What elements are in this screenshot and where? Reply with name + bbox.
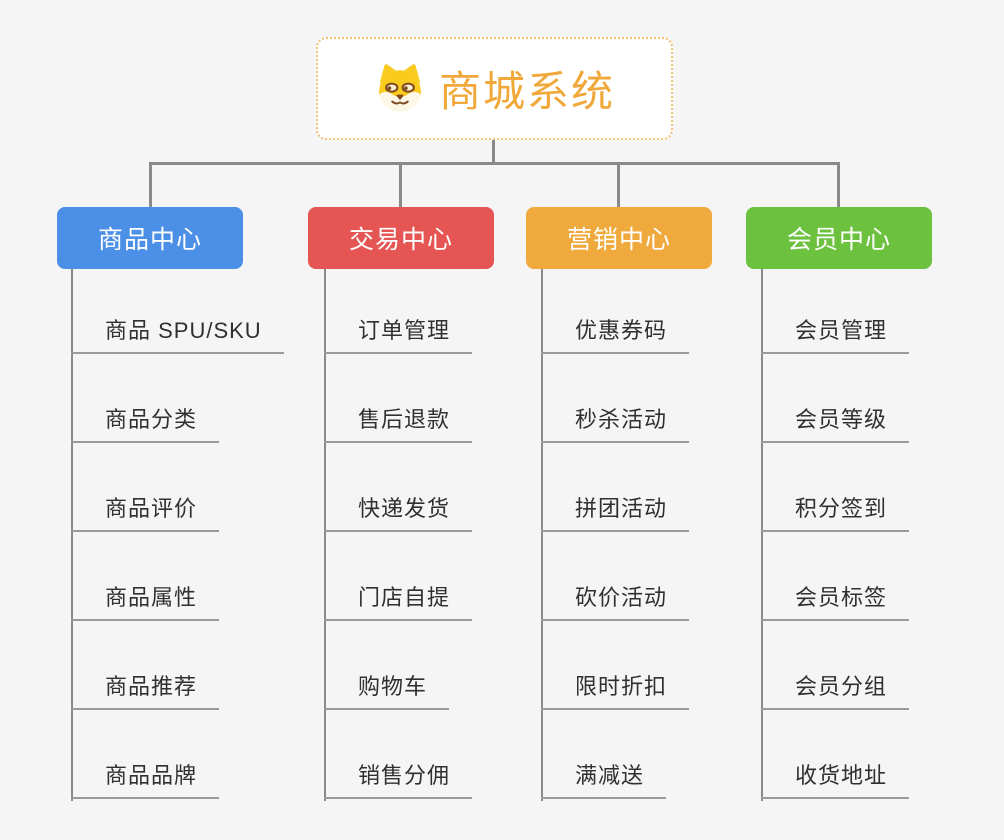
leaf-label: 订单管理 [358, 318, 451, 343]
trunk-line-trade [324, 269, 326, 801]
leaf-node[interactable]: 砍价活动 [541, 577, 690, 621]
leaf-node[interactable]: 优惠券码 [541, 310, 690, 354]
leaf-label: 门店自提 [358, 585, 451, 610]
leaf-label: 满减送 [575, 763, 645, 788]
branch-label: 交易中心 [348, 226, 453, 254]
leaf-node[interactable]: 快递发货 [324, 488, 473, 532]
leaf-node[interactable]: 限时折扣 [541, 666, 690, 710]
connector-stub-products [149, 162, 152, 207]
leaf-node[interactable]: 收货地址 [761, 755, 910, 799]
leaf-label: 会员管理 [795, 318, 888, 343]
leaf-node[interactable]: 会员标签 [761, 577, 910, 621]
trunk-line-marketing [541, 269, 543, 801]
leaf-node[interactable]: 秒杀活动 [541, 399, 690, 443]
root-title: 商城系统 [438, 68, 615, 115]
connector-stub-member [837, 162, 840, 207]
leaf-label: 积分签到 [795, 496, 888, 521]
branch-node-trade-center[interactable]: 交易中心 [308, 207, 494, 269]
connector-stub-marketing [617, 162, 620, 207]
leaf-node[interactable]: 商品 SPU/SKU [71, 310, 284, 354]
leaf-node[interactable]: 商品推荐 [71, 666, 220, 710]
leaf-node[interactable]: 会员分组 [761, 666, 910, 710]
leaf-label: 收货地址 [795, 763, 888, 788]
leaf-node[interactable]: 会员管理 [761, 310, 910, 354]
branch-label: 营销中心 [566, 226, 671, 254]
leaf-label: 砍价活动 [575, 585, 668, 610]
leaf-node[interactable]: 商品评价 [71, 488, 220, 532]
leaf-node[interactable]: 会员等级 [761, 399, 910, 443]
leaf-label: 商品 SPU/SKU [105, 318, 262, 343]
leaf-node[interactable]: 订单管理 [324, 310, 473, 354]
leaf-label: 售后退款 [358, 407, 451, 432]
leaf-label: 优惠券码 [575, 318, 668, 343]
leaf-node[interactable]: 满减送 [541, 755, 667, 799]
branch-node-marketing-center[interactable]: 营销中心 [526, 207, 712, 269]
leaf-label: 商品属性 [105, 585, 198, 610]
branch-label: 会员中心 [786, 226, 891, 254]
leaf-node[interactable]: 商品分类 [71, 399, 220, 443]
leaf-label: 秒杀活动 [575, 407, 668, 432]
leaf-label: 拼团活动 [575, 496, 668, 521]
connector-stub-trade [399, 162, 402, 207]
leaf-label: 商品推荐 [105, 674, 198, 699]
leaf-label: 快递发货 [358, 496, 451, 521]
leaf-node[interactable]: 门店自提 [324, 577, 473, 621]
leaf-node[interactable]: 销售分佣 [324, 755, 473, 799]
leaf-label: 会员标签 [795, 585, 888, 610]
leaf-label: 销售分佣 [358, 763, 451, 788]
leaf-node[interactable]: 商品属性 [71, 577, 220, 621]
connector-horizontal-bar [149, 162, 840, 165]
connector-root-drop [492, 140, 495, 165]
dog-face-icon [379, 64, 421, 112]
root-node[interactable]: 商城系统 [316, 37, 673, 140]
branch-label: 商品中心 [97, 226, 202, 254]
branch-node-product-center[interactable]: 商品中心 [57, 207, 243, 269]
leaf-node[interactable]: 售后退款 [324, 399, 473, 443]
trunk-line-member [761, 269, 763, 801]
leaf-label: 商品品牌 [105, 763, 198, 788]
leaf-node[interactable]: 商品品牌 [71, 755, 220, 799]
leaf-label: 限时折扣 [575, 674, 668, 699]
leaf-label: 会员分组 [795, 674, 888, 699]
leaf-node[interactable]: 拼团活动 [541, 488, 690, 532]
leaf-label: 购物车 [358, 674, 428, 699]
leaf-label: 商品评价 [105, 496, 198, 521]
leaf-label: 商品分类 [105, 407, 198, 432]
trunk-line-products [71, 269, 73, 801]
branch-node-member-center[interactable]: 会员中心 [746, 207, 932, 269]
leaf-node[interactable]: 购物车 [324, 666, 450, 710]
leaf-node[interactable]: 积分签到 [761, 488, 910, 532]
leaf-label: 会员等级 [795, 407, 888, 432]
